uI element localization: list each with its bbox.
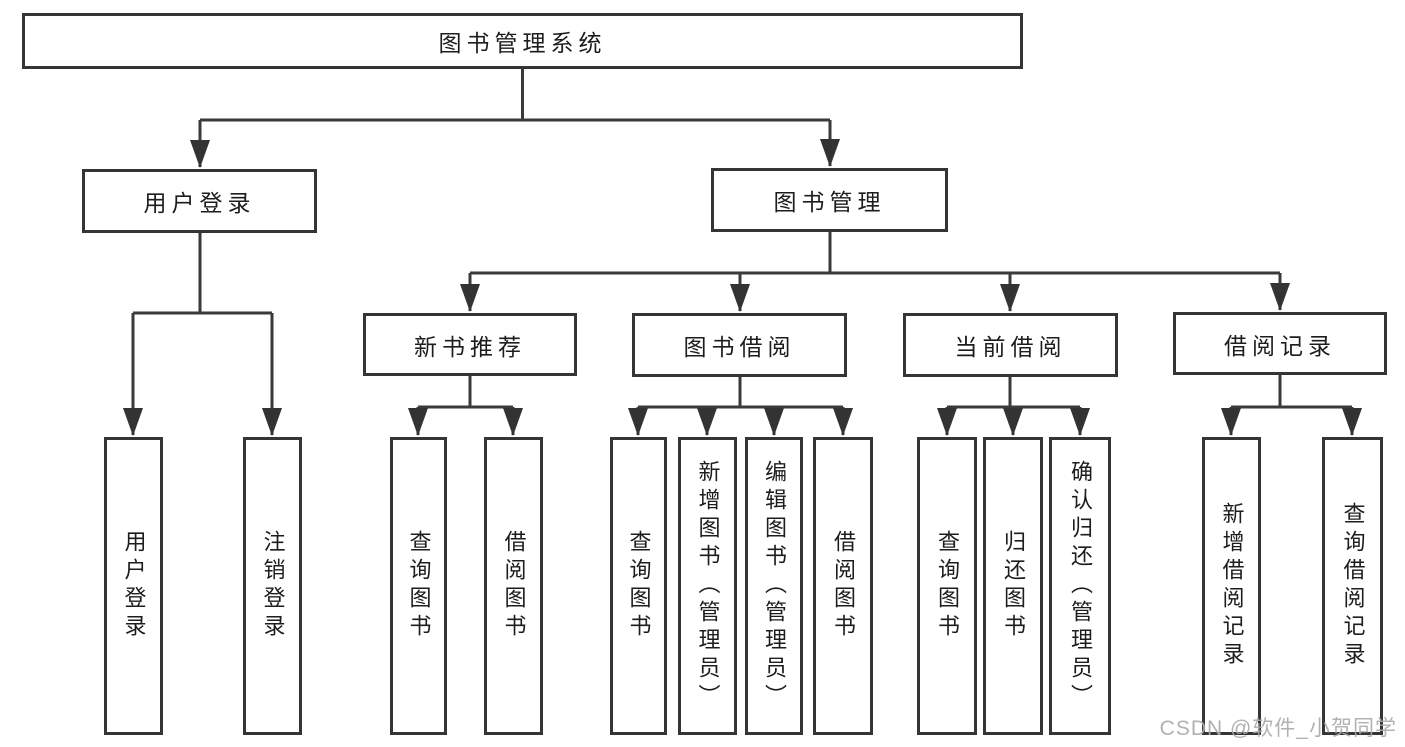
leaf-bb-edit-books-admin: 编辑图书（管理员） xyxy=(745,437,803,735)
leaf-label: 借阅图书 xyxy=(831,530,856,642)
leaf-user-login: 用户登录 xyxy=(104,437,163,735)
node-current-borrowing: 当前借阅 xyxy=(903,313,1118,377)
connector-trunk-lines xyxy=(133,68,1352,409)
node-book-management: 图书管理 xyxy=(711,168,948,232)
leaf-cb-return-books: 归还图书 xyxy=(983,437,1043,735)
leaf-br-query-borrow-record: 查询借阅记录 xyxy=(1322,437,1383,735)
leaf-label: 注销登录 xyxy=(260,530,286,642)
leaf-cb-query-books: 查询图书 xyxy=(917,437,977,735)
leaf-nbr-borrow-books: 借阅图书 xyxy=(484,437,543,735)
node-user-login: 用户登录 xyxy=(82,169,317,233)
leaf-label: 确认归还（管理员） xyxy=(1068,460,1093,712)
leaf-cb-confirm-return-admin: 确认归还（管理员） xyxy=(1049,437,1111,735)
node-library-system: 图书管理系统 xyxy=(22,13,1023,69)
leaf-bb-query-books: 查询图书 xyxy=(610,437,667,735)
leaf-label: 借阅图书 xyxy=(501,530,527,642)
leaf-nbr-query-books: 查询图书 xyxy=(390,437,447,735)
node-new-book-recommend: 新书推荐 xyxy=(363,313,577,376)
leaf-label: 查询图书 xyxy=(935,530,960,642)
leaf-label: 查询图书 xyxy=(626,530,652,642)
watermark: CSDN @软件_小贺同学 xyxy=(1159,717,1397,740)
leaf-bb-borrow-books: 借阅图书 xyxy=(813,437,873,735)
leaf-label: 查询图书 xyxy=(406,530,432,642)
node-borrow-records: 借阅记录 xyxy=(1173,312,1387,375)
leaf-label: 归还图书 xyxy=(1001,530,1026,642)
leaf-logout-login: 注销登录 xyxy=(243,437,302,735)
leaf-label: 新增借阅记录 xyxy=(1219,502,1245,670)
node-book-borrowing: 图书借阅 xyxy=(632,313,847,377)
leaf-label: 用户登录 xyxy=(121,530,147,642)
leaf-bb-add-books-admin: 新增图书（管理员） xyxy=(678,437,737,735)
leaf-br-add-borrow-record: 新增借阅记录 xyxy=(1202,437,1261,735)
leaf-label: 编辑图书（管理员） xyxy=(762,460,787,712)
leaf-label: 新增图书（管理员） xyxy=(695,460,721,712)
leaf-label: 查询借阅记录 xyxy=(1340,502,1366,670)
